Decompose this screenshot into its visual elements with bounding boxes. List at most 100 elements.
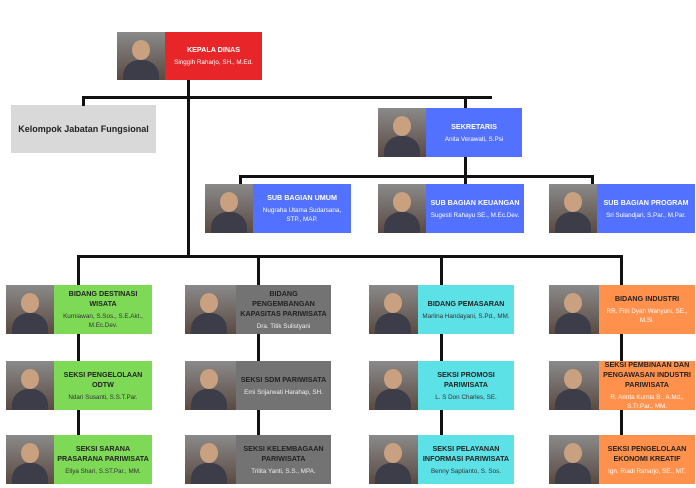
position-box: BIDANG PEMASARAN Marlina Handayani, S.Pd.… [418,285,514,334]
portrait-photo [549,285,599,334]
seksi-node: SEKSI PELAYANAN INFORMASI PARIWISATA Benn… [369,435,514,484]
portrait-photo [369,435,418,484]
connector-line [591,175,594,185]
position-title: SUB BAGIAN PROGRAM [603,197,689,207]
official-name: Singgih Raharjo, SH., M.Ed. [174,59,253,66]
seksi-node: SEKSI PENGELOLAAN EKONOMI KREATIF Ign. Ri… [549,435,695,484]
position-box: BIDANG PENGEMBANGAN KAPASITAS PARIWISATA… [236,285,331,334]
position-title: SEKSI PENGELOLAAN EKONOMI KREATIF [607,443,687,463]
connector-line [82,96,492,99]
connector-line [187,80,190,258]
position-title: BIDANG PEMASARAN [427,298,505,308]
position-box: SEKSI PEMBINAAN DAN PENGAWASAN INDUSTRI … [599,360,695,410]
connector-line [464,157,467,177]
official-name: Ign. Riadi Raharjo, SE., MT. [608,467,686,475]
position-box: SEKSI SDM PARIWISATA Erni Srijarwati Hara… [236,361,331,410]
bidang-node: BIDANG INDUSTRI RR. Fitri Dyah Wahyuni, S… [549,285,695,334]
official-name: Ellya Shari, S.ST.Par., MM. [65,467,141,475]
portrait-photo [6,285,54,334]
position-title: SEKSI PEMBINAAN DAN PENGAWASAN INDUSTRI … [603,360,691,389]
official-name: Sugesti Rahayu SE., M.Ec.Dev. [430,211,520,219]
official-name: Anita Verawati, S.Psi [444,135,504,143]
official-name: Nugraha Utama Sudarsana, STP., MAP. [262,207,342,223]
portrait-photo [117,32,165,80]
position-title: SEKSI KELEMBAGAAN PARIWISATA [243,443,324,463]
portrait-photo [185,285,236,334]
portrait-photo [185,435,236,484]
portrait-photo [6,361,54,410]
official-name: Trilita Yanti, S.S., MPA. [251,467,316,475]
position-title: KEPALA DINAS [186,45,241,54]
sekretaris-node: SEKRETARIS Anita Verawati, S.Psi [378,108,522,157]
position-title: BIDANG DESTINASI WISATA [68,289,138,308]
position-title: SUB BAGIAN KEUANGAN [430,197,520,207]
official-name: Kurniawan, S.Sos., S.E.Akt., M.Ec.Dev. [63,313,143,329]
sub-bagian-node: SUB BAGIAN UMUM Nugraha Utama Sudarsana, … [205,184,351,233]
seksi-node: SEKSI PEMBINAAN DAN PENGAWASAN INDUSTRI … [549,360,695,410]
position-title: SEKSI SDM PARIWISATA [240,374,327,384]
position-title: SUB BAGIAN UMUM [267,193,337,202]
official-name: Ndari Susanti, S.S.T.Par. [68,393,138,401]
kepala-dinas-node: KEPALA DINAS Singgih Raharjo, SH., M.Ed. [117,32,262,80]
sub-bagian-node: SUB BAGIAN PROGRAM Sri Sulandjari, S.Par.… [549,184,695,233]
position-box: KEPALA DINAS Singgih Raharjo, SH., M.Ed. [165,32,262,80]
position-title: SEKRETARIS [451,121,497,131]
connector-line [440,255,443,445]
bidang-node: BIDANG PEMASARAN Marlina Handayani, S.Pd.… [369,285,514,334]
bidang-node: BIDANG DESTINASI WISATA Kurniawan, S.Sos.… [6,285,152,334]
seksi-node: SEKSI PROMOSI PARIWISATA L. S Don Charles… [369,361,514,410]
sub-bagian-node: SUB BAGIAN KEUANGAN Sugesti Rahayu SE., M… [378,184,524,233]
portrait-photo [185,361,236,410]
connector-line [239,175,593,178]
portrait-photo [205,184,253,233]
position-box: SEKRETARIS Anita Verawati, S.Psi [426,108,522,157]
portrait-photo [549,361,599,410]
portrait-photo [369,361,418,410]
connector-line [77,255,80,445]
position-title: BIDANG INDUSTRI [614,294,680,303]
position-title: BIDANG PENGEMBANGAN KAPASITAS PARIWISATA [240,288,327,318]
official-name: Erni Srijarwati Harahap, SH. [244,388,323,396]
position-box: SEKSI PROMOSI PARIWISATA L. S Don Charles… [418,361,514,410]
position-box: BIDANG DESTINASI WISATA Kurniawan, S.Sos.… [54,285,152,334]
connector-line [257,255,260,445]
seksi-node: SEKSI PENGELOLAAN ODTW Ndari Susanti, S.S… [6,361,152,410]
position-title: SEKSI PELAYANAN INFORMASI PARIWISATA [422,443,510,463]
position-box: SUB BAGIAN UMUM Nugraha Utama Sudarsana, … [253,184,351,233]
position-box: SEKSI KELEMBAGAAN PARIWISATA Trilita Yant… [236,435,331,484]
portrait-photo [549,435,599,484]
official-name: Marlina Handayani, S.Pd., MM. [422,312,510,320]
position-box: SEKSI PELAYANAN INFORMASI PARIWISATA Benn… [418,435,514,484]
connector-line [620,255,623,445]
connector-line [464,175,467,185]
kelompok-jabatan-fungsional-box: Kelompok Jabatan Fungsional [11,105,156,153]
portrait-photo [549,184,597,233]
official-name: Benny Saptianto, S. Sos. [430,467,501,475]
official-name: RR. Fitri Dyah Wahyuni, SE., M.Si. [606,308,688,324]
seksi-node: SEKSI SDM PARIWISATA Erni Srijarwati Hara… [185,361,331,410]
connector-line [464,96,467,109]
position-box: SUB BAGIAN KEUANGAN Sugesti Rahayu SE., M… [426,184,524,233]
position-title: SEKSI PROMOSI PARIWISATA [437,369,495,389]
position-box: SUB BAGIAN PROGRAM Sri Sulandjari, S.Par.… [597,184,695,233]
portrait-photo [6,435,54,484]
position-title: SEKSI SARANA PRASARANA PARIWISATA [57,443,149,463]
connector-line [82,96,85,106]
position-box: SEKSI PENGELOLAAN EKONOMI KREATIF Ign. Ri… [599,435,695,484]
portrait-photo [378,108,426,157]
portrait-photo [369,285,418,334]
connector-line [77,255,623,258]
position-box: SEKSI SARANA PRASARANA PARIWISATA Ellya S… [54,435,152,484]
official-name: L. S Don Charles, SE. [435,393,497,401]
official-name: R. Arinta Kurnia B., A.Md., S.Tr.Par., M… [610,394,684,410]
official-name: Sri Sulandjari, S.Par., M.Par. [606,211,686,219]
position-box: SEKSI PENGELOLAAN ODTW Ndari Susanti, S.S… [54,361,152,410]
bidang-node: BIDANG PENGEMBANGAN KAPASITAS PARIWISATA… [185,285,331,334]
official-name: Dra. Titik Sulistyani [256,322,311,330]
position-title: SEKSI PENGELOLAAN ODTW [63,369,143,389]
seksi-node: SEKSI KELEMBAGAAN PARIWISATA Trilita Yant… [185,435,331,484]
connector-line [239,175,242,185]
portrait-photo [378,184,426,233]
seksi-node: SEKSI SARANA PRASARANA PARIWISATA Ellya S… [6,435,152,484]
